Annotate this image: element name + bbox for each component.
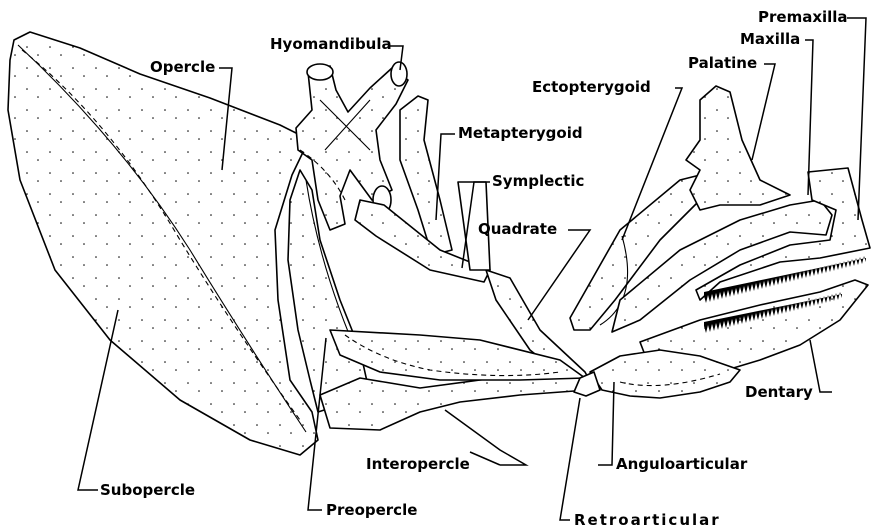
label-ectopterygoid: Ectopterygoid (532, 78, 651, 96)
label-quadrate: Quadrate (478, 220, 557, 238)
label-subopercle: Subopercle (100, 481, 195, 499)
label-hyomandibula: Hyomandibula (270, 35, 392, 53)
label-retroarticular: Retroarticular (574, 511, 721, 529)
label-anguloarticular: Anguloarticular (616, 455, 747, 473)
label-maxilla: Maxilla (740, 30, 800, 48)
label-symplectic: Symplectic (492, 172, 584, 190)
label-premaxilla: Premaxilla (758, 8, 848, 26)
label-metapterygoid: Metapterygoid (458, 124, 583, 142)
label-palatine: Palatine (688, 54, 757, 72)
label-interopercle: Interopercle (366, 455, 470, 473)
label-preopercle: Preopercle (326, 501, 417, 519)
label-dentary: Dentary (745, 383, 813, 401)
label-opercle: Opercle (150, 58, 215, 76)
